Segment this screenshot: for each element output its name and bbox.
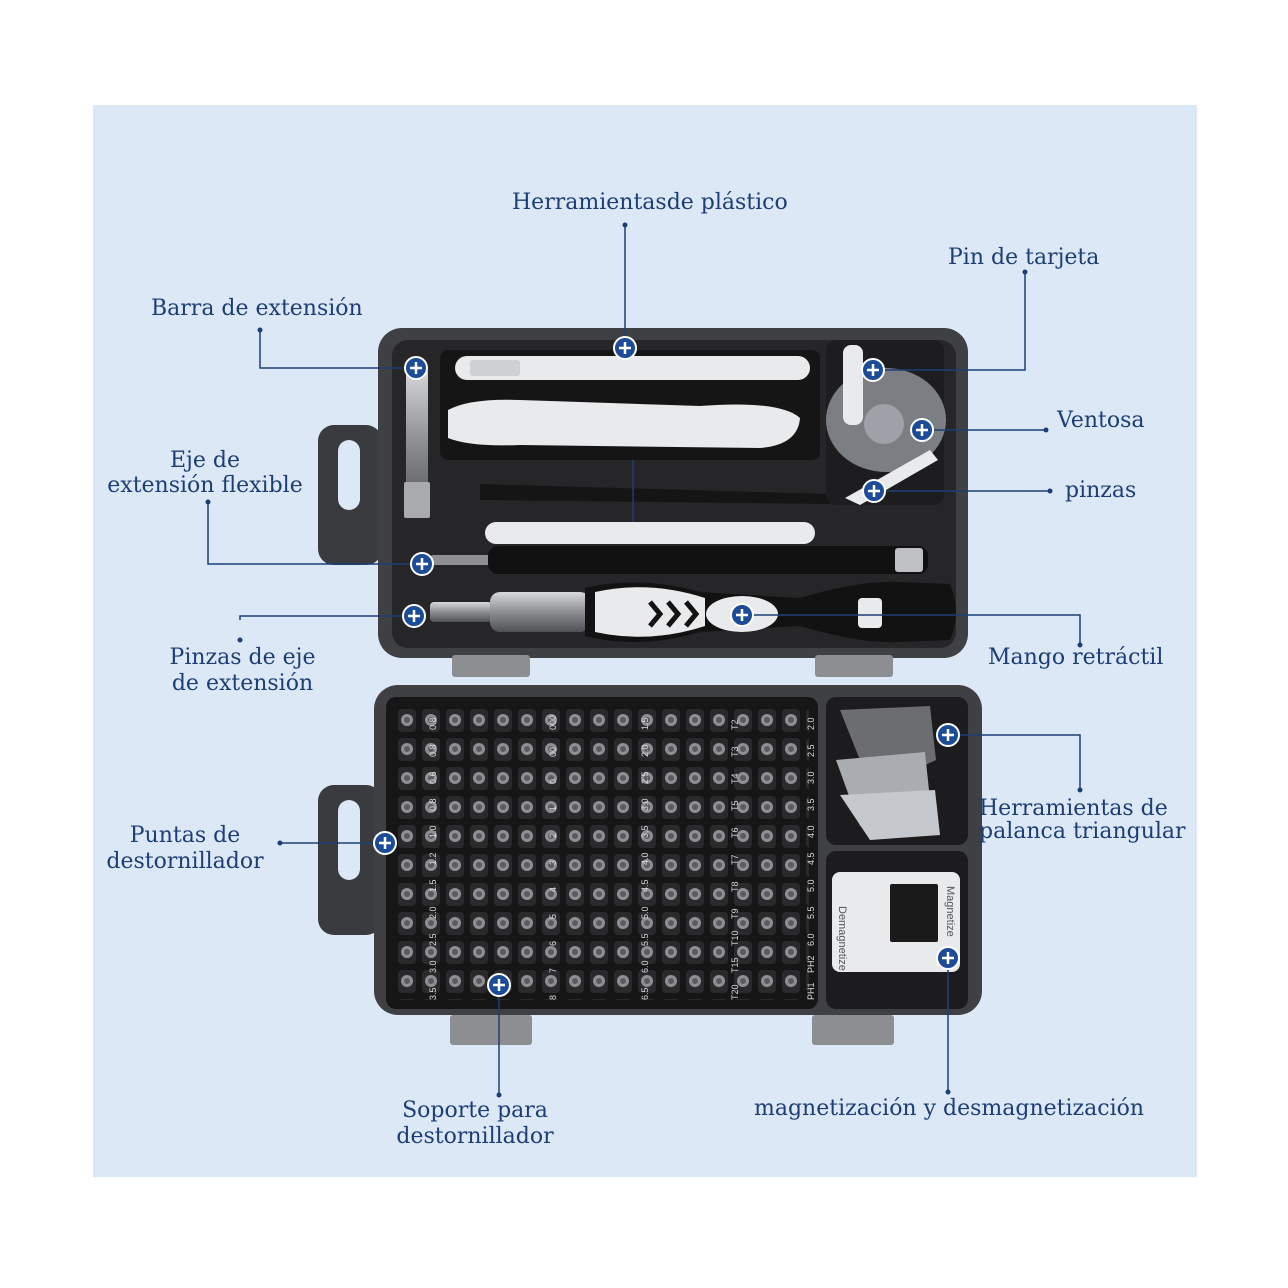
bit-size-label: T10 — [730, 930, 740, 946]
label-suction-cup: Ventosa — [1057, 408, 1145, 433]
label-triangle-pry-1: Herramientas de — [979, 796, 1168, 821]
label-flex-shaft-2: extensión flexible — [107, 473, 303, 498]
bit-size-label: T4 — [730, 773, 740, 784]
label-flex-shaft-1: Eje de — [170, 448, 240, 473]
bit-size-label: 3.0 — [806, 771, 816, 784]
marker-bits[interactable] — [373, 831, 397, 855]
screwdriver-handle — [430, 581, 956, 643]
bit-size-label: 1 — [548, 805, 558, 811]
bit-size-label: 5.5 — [640, 933, 650, 946]
bit-size-label: T5 — [730, 800, 740, 811]
bit-size-label: T9 — [730, 908, 740, 919]
label-card-pin: Pin de tarjeta — [948, 245, 1100, 270]
bit-size-label: 4.5 — [640, 879, 650, 892]
triangle-pry-tools — [836, 706, 940, 840]
marker-triangle-pry[interactable] — [936, 723, 960, 747]
bit-size-label: 4 — [548, 886, 558, 892]
plastic-tools — [440, 350, 830, 544]
bit-size-label: 2 — [548, 832, 558, 838]
bit-size-label: T7 — [730, 854, 740, 865]
label-ext-tweezers-1: Pinzas de eje — [169, 645, 316, 670]
bit-size-label: 4.0 — [640, 852, 650, 865]
bit-size-label: 4.5 — [806, 852, 816, 865]
label-plastic-tools: Herramientasde plástico — [512, 190, 788, 215]
bit-size-label: 6.0 — [640, 960, 650, 973]
bit-size-label: T8 — [730, 881, 740, 892]
bit-size-label: 5.0 — [640, 906, 650, 919]
label-holder-1: Soporte para — [402, 1098, 548, 1123]
bit-size-label: 0 — [548, 778, 558, 784]
bit-size-label: 8 — [548, 994, 558, 1000]
bit-size-label: 6.0 — [806, 933, 816, 946]
magnetizer-box — [832, 872, 960, 972]
bit-size-label: 3.5 — [640, 825, 650, 838]
marker-holder[interactable] — [487, 973, 511, 997]
label-magnetizer: magnetización y desmagnetización — [754, 1096, 1145, 1121]
bit-size-label: 2.0 — [806, 717, 816, 730]
bit-size-label: 1.2 — [428, 852, 438, 865]
leader-dots — [205, 222, 1083, 1098]
bit-size-label: 3.0 — [640, 798, 650, 811]
marker-tweezers[interactable] — [862, 479, 886, 503]
bit-size-label: 2.5 — [640, 771, 650, 784]
marker-flexible-shaft[interactable] — [410, 552, 434, 576]
bit-size-label: 00 — [548, 746, 558, 757]
bit-size-label: 1.0 — [428, 825, 438, 838]
bit-size-label: 2.0 — [640, 744, 650, 757]
label-ext-tweezers-2: de extensión — [171, 671, 314, 696]
bit-size-label: 000 — [548, 714, 558, 730]
bit-size-label: T20 — [730, 984, 740, 1000]
bit-size-label: 0.8 — [428, 798, 438, 811]
label-retractable-handle: Mango retráctil — [988, 645, 1164, 670]
extension-bar — [404, 368, 430, 518]
marker-retractable-handle[interactable] — [730, 603, 754, 627]
leader-lines — [207, 225, 1081, 1095]
bit-size-label: 5.0 — [806, 879, 816, 892]
bit-size-label: 5 — [548, 913, 558, 919]
bit-size-label: 4.0 — [806, 825, 816, 838]
bit-size-label: 2.5 — [806, 744, 816, 757]
bit-size-label: 6 — [548, 940, 558, 946]
bit-size-label: 6.5 — [640, 987, 650, 1000]
bit-size-label: 2.0 — [428, 906, 438, 919]
marker-extension-tweezers[interactable] — [402, 604, 426, 628]
marker-suction-cup[interactable] — [910, 418, 934, 442]
bit-size-label: 3.5 — [806, 798, 816, 811]
marker-magnetizer[interactable] — [936, 946, 960, 970]
demagnetize-text: Demagnetize — [836, 906, 848, 971]
label-holder-2: destornillador — [396, 1124, 554, 1149]
bit-size-label: 0.6 — [428, 771, 438, 784]
plus-markers — [373, 336, 960, 997]
bit-size-label: 3 — [548, 859, 558, 865]
magnetize-text: Magnetize — [944, 886, 956, 937]
label-triangle-pry-2: palanca triangular — [979, 819, 1186, 844]
bit-size-label: T3 — [730, 746, 740, 757]
bit-size-label: 3.0 — [428, 960, 438, 973]
marker-plastic-tools[interactable] — [613, 336, 637, 360]
bit-size-label: 0.8 — [428, 744, 438, 757]
label-tweezers: pinzas — [1065, 478, 1137, 503]
bit-size-label: T15 — [730, 957, 740, 973]
lower-case — [318, 685, 982, 1045]
bit-size-label: 1.5 — [640, 717, 650, 730]
label-bits-1: Puntas de — [129, 823, 241, 848]
bit-size-label: 7 — [548, 967, 558, 973]
marker-card-pin[interactable] — [861, 358, 885, 382]
bit-size-label: 0.8 — [428, 717, 438, 730]
bit-size-label: T2 — [730, 719, 740, 730]
bit-size-label: PH2 — [806, 955, 816, 973]
flexible-shaft — [430, 546, 928, 574]
label-bits-2: destornillador — [106, 849, 264, 874]
bit-size-label: 5.5 — [806, 906, 816, 919]
bit-size-label: 2.5 — [428, 933, 438, 946]
bit-size-label: PH1 — [806, 982, 816, 1000]
bit-size-label: 3.5 — [428, 987, 438, 1000]
bit-size-label: T6 — [730, 827, 740, 838]
bit-size-label: 1.5 — [428, 879, 438, 892]
label-extension-bar: Barra de extensión — [151, 296, 363, 321]
marker-extension-bar[interactable] — [404, 356, 428, 380]
